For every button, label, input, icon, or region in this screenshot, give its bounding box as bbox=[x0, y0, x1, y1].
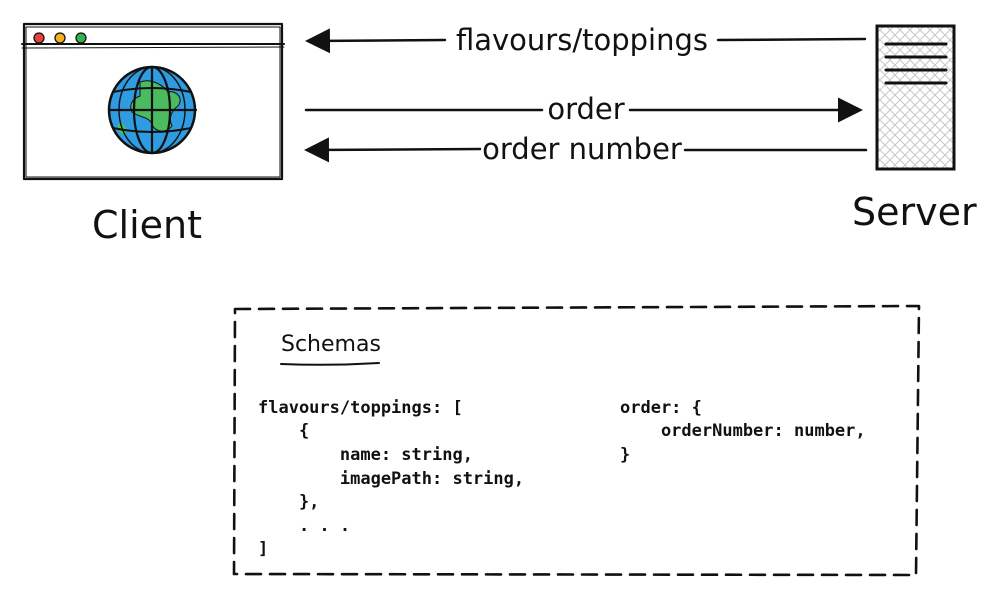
schema-order-code: order: { orderNumber: number, } bbox=[620, 398, 876, 465]
window-close-dot-icon bbox=[33, 32, 45, 44]
code-line: flavours/toppings: [ bbox=[258, 398, 463, 418]
schemas-box: Schemas flavours/toppings: [ { name: str… bbox=[232, 304, 921, 577]
server-icon bbox=[875, 24, 956, 171]
client-browser-window bbox=[21, 22, 285, 181]
arrow-flavours-toppings: flavours/toppings bbox=[305, 23, 867, 57]
client-label: Client bbox=[92, 203, 202, 247]
code-line: imagePath: string, bbox=[258, 469, 524, 489]
code-line: name: string, bbox=[258, 445, 473, 465]
arrow-label-flavours-toppings: flavours/toppings bbox=[456, 23, 708, 57]
server-label: Server bbox=[852, 190, 977, 234]
code-line: ] bbox=[258, 539, 268, 559]
window-minimize-dot-icon bbox=[54, 32, 66, 44]
code-line: order: { bbox=[620, 398, 702, 418]
code-line: { bbox=[258, 421, 309, 441]
arrow-label-order-number: order number bbox=[482, 132, 682, 166]
arrow-order-number: order number bbox=[304, 132, 868, 166]
code-line: orderNumber: number, bbox=[620, 421, 866, 441]
code-line: } bbox=[620, 445, 630, 465]
globe-icon bbox=[107, 65, 198, 155]
arrow-label-order: order bbox=[547, 92, 624, 126]
arrow-order: order bbox=[304, 92, 863, 126]
window-maximize-dot-icon bbox=[75, 32, 87, 44]
code-line: . . . bbox=[258, 516, 350, 536]
schema-flavours-code: flavours/toppings: [ { name: string, ima… bbox=[258, 398, 534, 559]
code-line: }, bbox=[258, 492, 319, 512]
schemas-title: Schemas bbox=[281, 332, 381, 357]
